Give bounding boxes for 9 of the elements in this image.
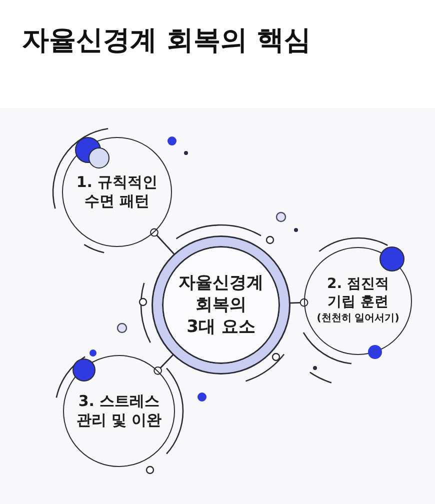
node-label: 2. 점진적 기립 훈련: [326, 274, 390, 312]
node-label: 1. 규칙적인 수면 패턴: [75, 172, 159, 212]
connector-line: [150, 228, 176, 256]
title: 자율신경계 회복의 핵심: [22, 24, 311, 58]
node-label: 3. 스트레스 관리 및 이완: [75, 392, 163, 430]
node-label: 자율신경계 회복의 3대 요소: [178, 272, 264, 338]
node-note: (천천히 일어서기): [316, 312, 400, 326]
connector-line: [154, 354, 174, 375]
connector-line: [288, 298, 308, 307]
